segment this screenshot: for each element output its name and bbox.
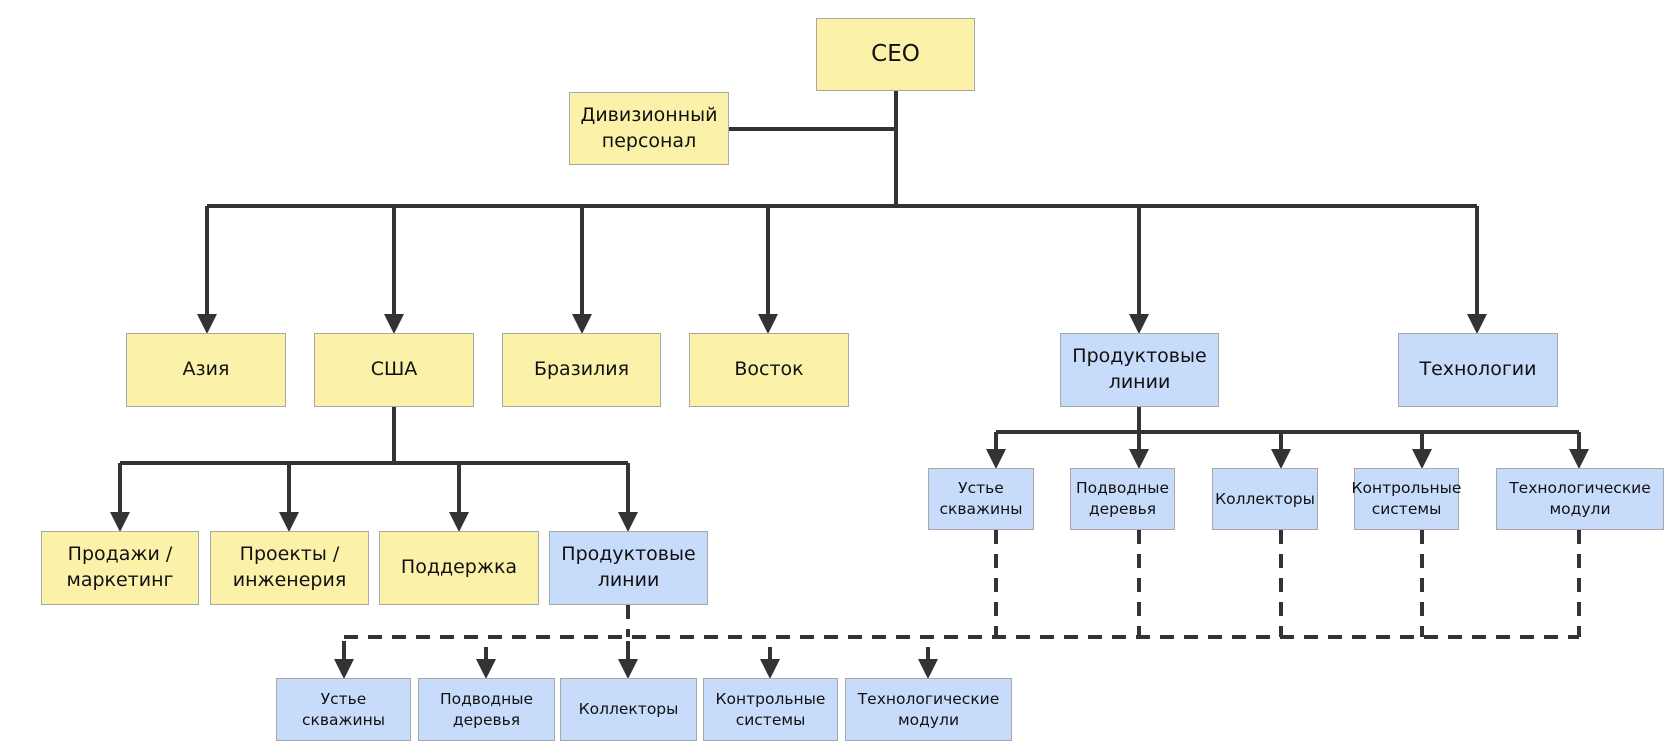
node-ceo[interactable]: CEO bbox=[816, 18, 975, 91]
node-support[interactable]: Поддержка bbox=[379, 531, 539, 605]
usa-bus bbox=[120, 407, 628, 465]
node-pl-manifolds[interactable]: Коллекторы bbox=[1212, 468, 1318, 530]
node-pl-control-systems[interactable]: Контрольные системы bbox=[1352, 468, 1461, 530]
node-pl-subsea-trees[interactable]: Подводные деревья bbox=[1070, 468, 1175, 530]
node-b-manifolds[interactable]: Коллекторы bbox=[560, 678, 697, 741]
node-b-subsea-trees[interactable]: Подводные деревья bbox=[418, 678, 555, 741]
node-asia[interactable]: Азия bbox=[126, 333, 286, 407]
node-brazil[interactable]: Бразилия bbox=[502, 333, 661, 407]
node-projects[interactable]: Проекты / инженерия bbox=[210, 531, 369, 605]
node-pl-process-modules[interactable]: Технологические модули bbox=[1496, 468, 1664, 530]
node-technologies[interactable]: Технологии bbox=[1398, 333, 1558, 407]
node-b-wellhead[interactable]: Устье скважины bbox=[276, 678, 411, 741]
node-b-process-modules[interactable]: Технологические модули bbox=[845, 678, 1012, 741]
node-usa-product-lines[interactable]: Продуктовые линии bbox=[549, 531, 708, 605]
node-east[interactable]: Восток bbox=[689, 333, 849, 407]
node-product-lines[interactable]: Продуктовые линии bbox=[1060, 333, 1219, 407]
node-b-control-systems[interactable]: Контрольные системы bbox=[703, 678, 838, 741]
node-pl-wellhead[interactable]: Устье скважины bbox=[928, 468, 1034, 530]
product-bus bbox=[996, 407, 1579, 434]
node-division-staff[interactable]: Дивизионный персонал bbox=[569, 92, 729, 165]
node-usa[interactable]: США bbox=[314, 333, 474, 407]
node-sales[interactable]: Продажи / маркетинг bbox=[41, 531, 199, 605]
matrix-dashed-links bbox=[344, 530, 1581, 639]
